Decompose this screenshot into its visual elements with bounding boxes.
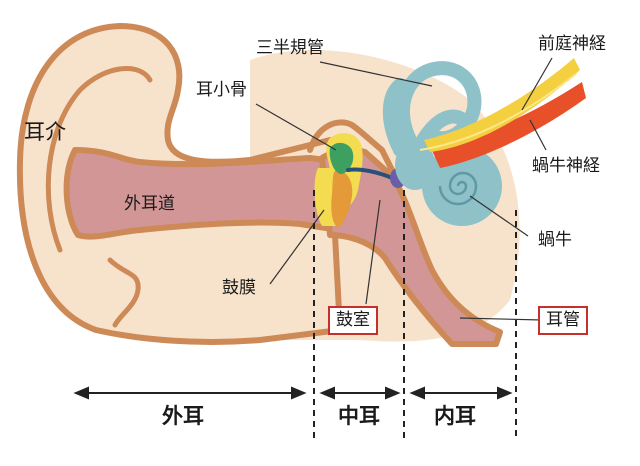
label-tympanic-cavity: 鼓室 bbox=[328, 306, 378, 335]
auricle-lobe-curl bbox=[107, 257, 141, 328]
label-semicircular-canals: 三半規管 bbox=[256, 38, 324, 58]
label-cochlear-nerve: 蝸牛神経 bbox=[532, 156, 600, 176]
cochlea-spiral bbox=[438, 171, 478, 206]
tympanic-tube-shape bbox=[319, 147, 503, 347]
label-vestibular-nerve: 前庭神経 bbox=[538, 34, 606, 54]
region-boundaries bbox=[313, 190, 517, 440]
region-label-middle-ear: 中耳 bbox=[338, 404, 380, 428]
label-cochlea: 蝸牛 bbox=[538, 230, 572, 250]
region-arrows bbox=[73, 386, 513, 400]
nerve-orange bbox=[430, 82, 586, 168]
label-eardrum: 鼓膜 bbox=[222, 278, 256, 298]
label-ear-canal: 外耳道 bbox=[124, 194, 175, 214]
region-label-inner-ear: 内耳 bbox=[434, 404, 476, 428]
ear-canal-shape bbox=[63, 147, 329, 240]
leader-lines bbox=[255, 57, 553, 321]
middle-ear-outline bbox=[307, 119, 395, 173]
nerve-strands bbox=[419, 73, 577, 151]
ossicle-green bbox=[329, 142, 354, 175]
ossicle-orange bbox=[331, 170, 353, 228]
auricle-curl bbox=[45, 66, 153, 253]
label-eustachian-tube: 耳管 bbox=[538, 306, 588, 335]
nerve-yellow bbox=[424, 58, 580, 152]
label-auricle: 耳介 bbox=[24, 120, 66, 144]
label-ossicles: 耳小骨 bbox=[196, 80, 247, 100]
ossicle-stapes bbox=[346, 167, 394, 180]
region-label-outer-ear: 外耳 bbox=[162, 404, 204, 428]
